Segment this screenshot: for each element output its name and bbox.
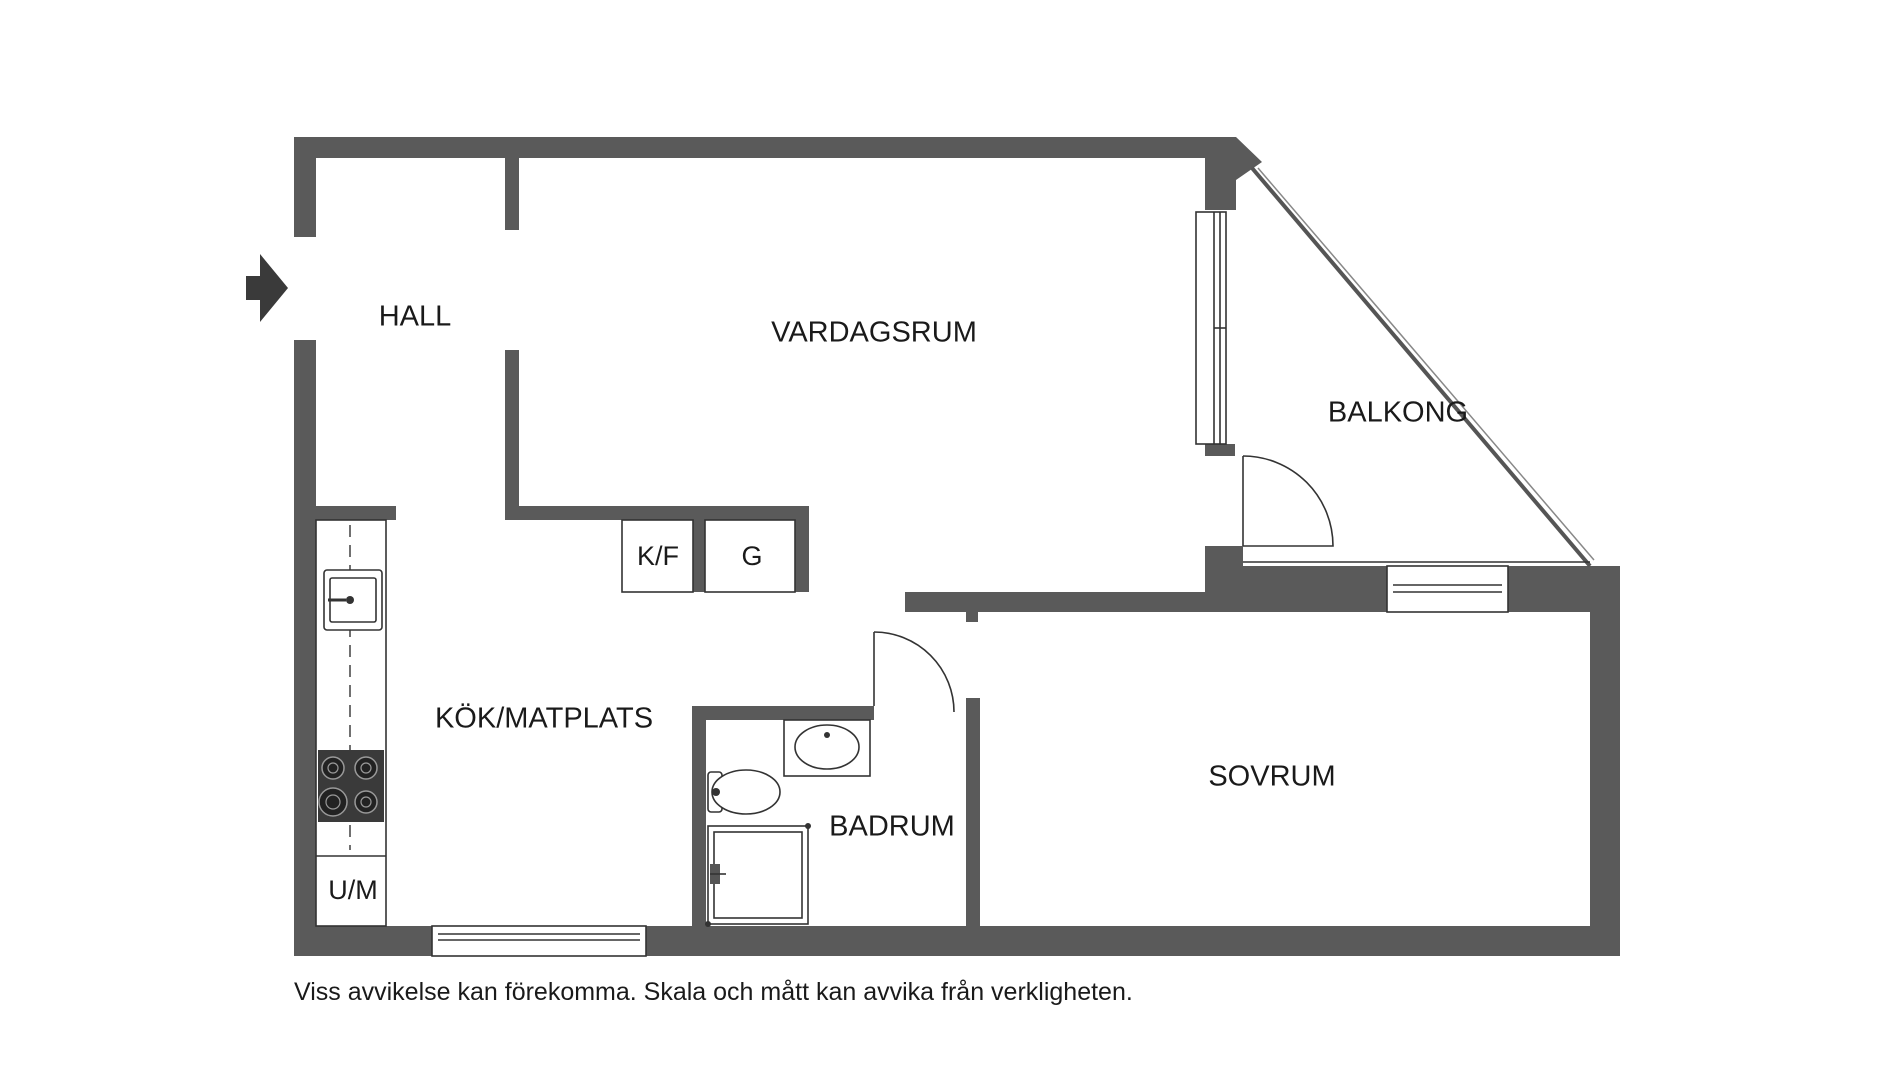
disclaimer-text: Viss avvikelse kan förekomma. Skala och … bbox=[294, 978, 1133, 1006]
label-kyl-frys: K/F bbox=[637, 541, 679, 571]
washbasin-icon bbox=[783, 719, 871, 777]
room-label-balkong: BALKONG bbox=[1328, 397, 1468, 429]
room-label-hall: HALL bbox=[379, 301, 452, 333]
windows bbox=[431, 211, 1509, 957]
window-sovrum bbox=[1386, 565, 1509, 613]
room-label-kok-matplats: KÖK/MATPLATS bbox=[435, 703, 653, 735]
kitchen-sink-icon bbox=[323, 569, 383, 631]
bathroom-fixtures bbox=[705, 719, 871, 927]
fixture-labels: K/F G U/M bbox=[328, 541, 762, 905]
room-label-vardagsrum: VARDAGSRUM bbox=[771, 317, 977, 349]
doors bbox=[873, 455, 1334, 713]
room-label-sovrum: SOVRUM bbox=[1208, 761, 1335, 793]
entrance-arrow-icon bbox=[246, 254, 288, 322]
interior-walls bbox=[316, 158, 980, 926]
closets bbox=[621, 519, 796, 593]
room-label-badrum: BADRUM bbox=[829, 811, 955, 843]
stove-icon bbox=[318, 750, 384, 822]
outer-walls bbox=[294, 137, 1620, 956]
shower-icon bbox=[705, 823, 811, 927]
balcony-outline bbox=[1243, 166, 1595, 568]
window-kok bbox=[431, 925, 647, 957]
label-garderob: G bbox=[741, 541, 762, 571]
label-tvatt: U/M bbox=[328, 875, 378, 905]
kitchen-counter bbox=[315, 519, 387, 927]
room-labels: HALL VARDAGSRUM BALKONG KÖK/MATPLATS BAD… bbox=[379, 301, 1468, 843]
toilet-icon bbox=[707, 769, 781, 815]
